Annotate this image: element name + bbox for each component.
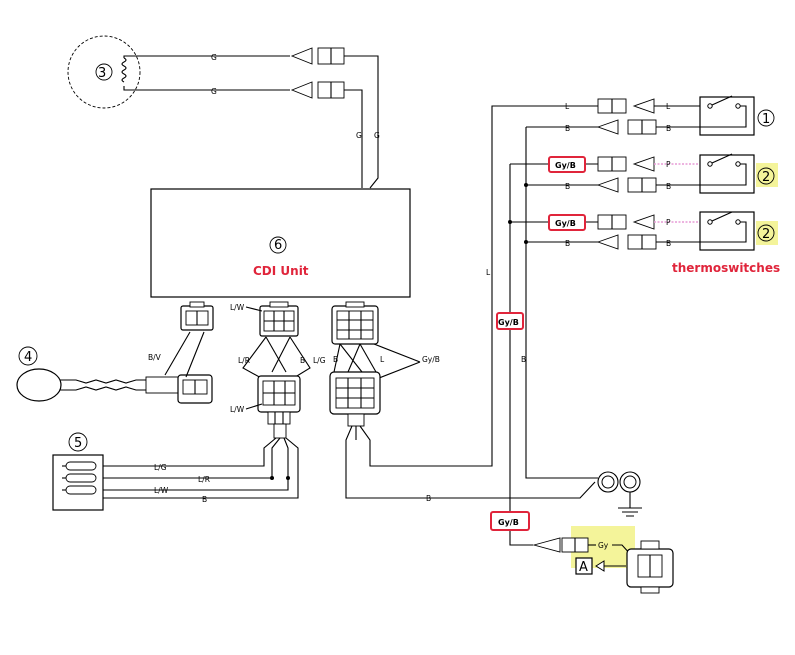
wire-label-g-1: G bbox=[211, 53, 217, 62]
cdi-unit: 6 CDI Unit bbox=[150, 188, 411, 298]
wire-label-b-vertical: B bbox=[521, 355, 526, 364]
wire-label-b-switch-2: B bbox=[666, 182, 671, 191]
magneto: 4 bbox=[16, 346, 179, 402]
wire-label-p-1: P bbox=[666, 160, 671, 169]
pickup-coil: 3 bbox=[67, 35, 141, 109]
ground-terminal bbox=[597, 471, 642, 517]
cdi-number: 6 bbox=[274, 238, 282, 253]
thermoswitches-label: thermoswitches bbox=[672, 261, 780, 275]
wire-label-b-coil: B bbox=[202, 495, 207, 504]
harness-connector-2 bbox=[257, 375, 301, 425]
svg-text:Gy/B: Gy/B bbox=[498, 318, 519, 327]
gyb-label-lower: Gy/B bbox=[490, 511, 530, 531]
gauge-socket bbox=[626, 540, 674, 594]
wire-label-l-switch: L bbox=[666, 102, 671, 111]
wire-label-p-2: P bbox=[666, 218, 671, 227]
gy-connector: Gy bbox=[532, 537, 633, 557]
highlight-thermoswitch-2b bbox=[756, 221, 778, 245]
svg-text:Gy/B: Gy/B bbox=[498, 518, 519, 527]
wire-label-g-2: G bbox=[211, 87, 217, 96]
gyb-label-vertical: Gy/B bbox=[496, 312, 524, 330]
wire-label-l-vertical: L bbox=[486, 268, 491, 277]
thermoswitch-2b: 2 bbox=[699, 211, 775, 251]
wire-label-lw-harness: L/W bbox=[230, 405, 245, 414]
thermoswitch-1-number: 1 bbox=[762, 112, 770, 127]
ignition-coils-number: 5 bbox=[74, 436, 82, 451]
thermoswitch-2b-number: 2 bbox=[762, 227, 770, 242]
gyb-label-thermo-2: Gy/B bbox=[548, 214, 586, 231]
wire-label-lw-cdi: L/W bbox=[230, 303, 245, 312]
wire-label-b-3: B bbox=[565, 239, 570, 248]
svg-text:A: A bbox=[579, 560, 588, 575]
gauge-label-a: A bbox=[575, 557, 626, 575]
ignition-coils: 5 bbox=[52, 432, 104, 511]
wire-label-bv: B/V bbox=[148, 353, 162, 362]
thermoswitch-2a: 2 bbox=[699, 153, 775, 194]
wire-label-l-main: L bbox=[565, 102, 570, 111]
wire-label-g-4: G bbox=[374, 131, 380, 140]
wire-label-gy: Gy bbox=[598, 541, 609, 550]
wire-label-b-cdi: B bbox=[300, 356, 305, 365]
wire-label-l-conn3: L bbox=[380, 355, 385, 364]
svg-text:Gy/B: Gy/B bbox=[555, 219, 576, 228]
thermo-connectors-right bbox=[627, 98, 657, 250]
wire-label-b-1: B bbox=[565, 124, 570, 133]
wire-label-g-3: G bbox=[356, 131, 362, 140]
wire-label-lw-coil: L/W bbox=[154, 486, 169, 495]
wire-label-lg: L/G bbox=[313, 356, 326, 365]
connector-g-bottom bbox=[290, 81, 345, 99]
magneto-number: 4 bbox=[24, 350, 32, 365]
thermoswitch-2a-number: 2 bbox=[762, 170, 770, 185]
connector-g-top bbox=[290, 47, 345, 65]
thermoswitch-1: 1 bbox=[699, 95, 775, 136]
cdi-connector-1 bbox=[180, 301, 214, 331]
thermo-connectors-left bbox=[596, 98, 627, 250]
svg-text:Gy/B: Gy/B bbox=[555, 161, 576, 170]
cdi-label: CDI Unit bbox=[253, 264, 309, 278]
wire-label-b-2: B bbox=[565, 182, 570, 191]
wire-label-b-conn3: B bbox=[333, 355, 338, 364]
wire-label-b-switch-3: B bbox=[666, 239, 671, 248]
cdi-connector-3 bbox=[331, 301, 379, 345]
wire-label-b-ground: B bbox=[426, 494, 431, 503]
cdi-connector-2 bbox=[259, 301, 299, 337]
wire-label-lg-coil: L/G bbox=[154, 463, 167, 472]
wire-label-lr: L/R bbox=[238, 356, 250, 365]
wire-label-lr-coil: L/R bbox=[198, 475, 210, 484]
magneto-connector bbox=[177, 374, 213, 404]
wire-label-gyb-conn3: Gy/B bbox=[422, 355, 440, 364]
wire-label-b-switch-1: B bbox=[666, 124, 671, 133]
pickup-coil-number: 3 bbox=[98, 66, 106, 81]
gyb-label-thermo-1: Gy/B bbox=[548, 156, 586, 173]
harness-connector-3 bbox=[329, 371, 381, 427]
